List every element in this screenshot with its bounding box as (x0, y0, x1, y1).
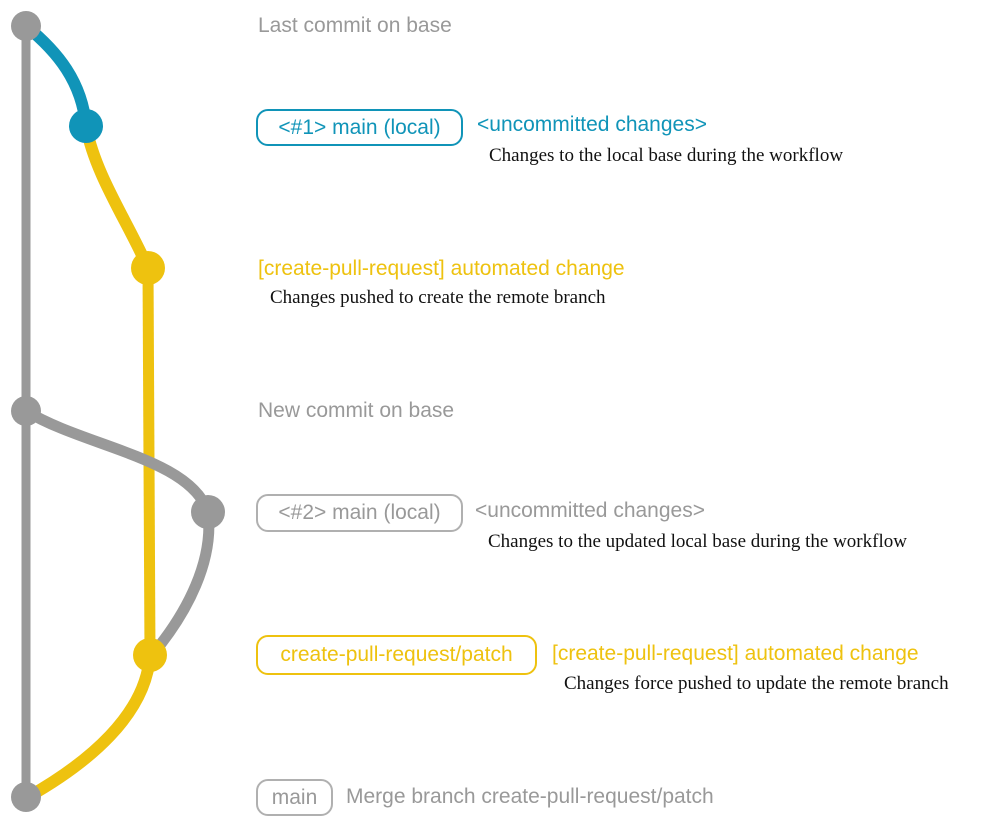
rebase-branch-curve-out (20, 405, 214, 518)
last-commit-on-base-label: Last commit on base (258, 14, 452, 37)
automated-change-message-1: [create-pull-request] automated change (258, 257, 625, 280)
patch-commit2-caption: Changes force pushed to update the remot… (564, 673, 949, 694)
local-branch-curve (20, 20, 92, 132)
branch-badge-main-local-1: <#1> main (local) (256, 109, 463, 146)
branch-badge-patch: create-pull-request/patch (256, 635, 537, 675)
commit-graph (11, 11, 225, 812)
commit-dot-new-base (11, 396, 41, 426)
local2-caption: Changes to the updated local base during… (488, 531, 907, 552)
rebase-branch-curve-in (146, 506, 215, 661)
local1-caption: Changes to the local base during the wor… (489, 145, 844, 166)
commit-dot-local-1 (69, 109, 103, 143)
patch-commit1-caption: Changes pushed to create the remote bran… (270, 287, 606, 308)
commit-dot-last-base (11, 11, 41, 41)
new-commit-on-base-label: New commit on base (258, 399, 455, 422)
commit-dot-local-2 (191, 495, 225, 529)
branch-badge-main-local-2: <#2> main (local) (256, 494, 463, 532)
branch-badge-main: main (256, 779, 333, 816)
patch-branch-merge-curve (22, 649, 156, 803)
uncommitted-changes-label-2: <uncommitted changes> (475, 499, 705, 522)
uncommitted-changes-label-1: <uncommitted changes> (477, 113, 707, 136)
commit-dot-patch-2 (133, 638, 167, 672)
commit-dot-merge (11, 782, 41, 812)
patch-branch-curve-top (80, 120, 154, 274)
automated-change-message-2: [create-pull-request] automated change (552, 642, 919, 665)
commit-dot-patch-1 (131, 251, 165, 285)
merge-message-label: Merge branch create-pull-request/patch (346, 785, 714, 808)
